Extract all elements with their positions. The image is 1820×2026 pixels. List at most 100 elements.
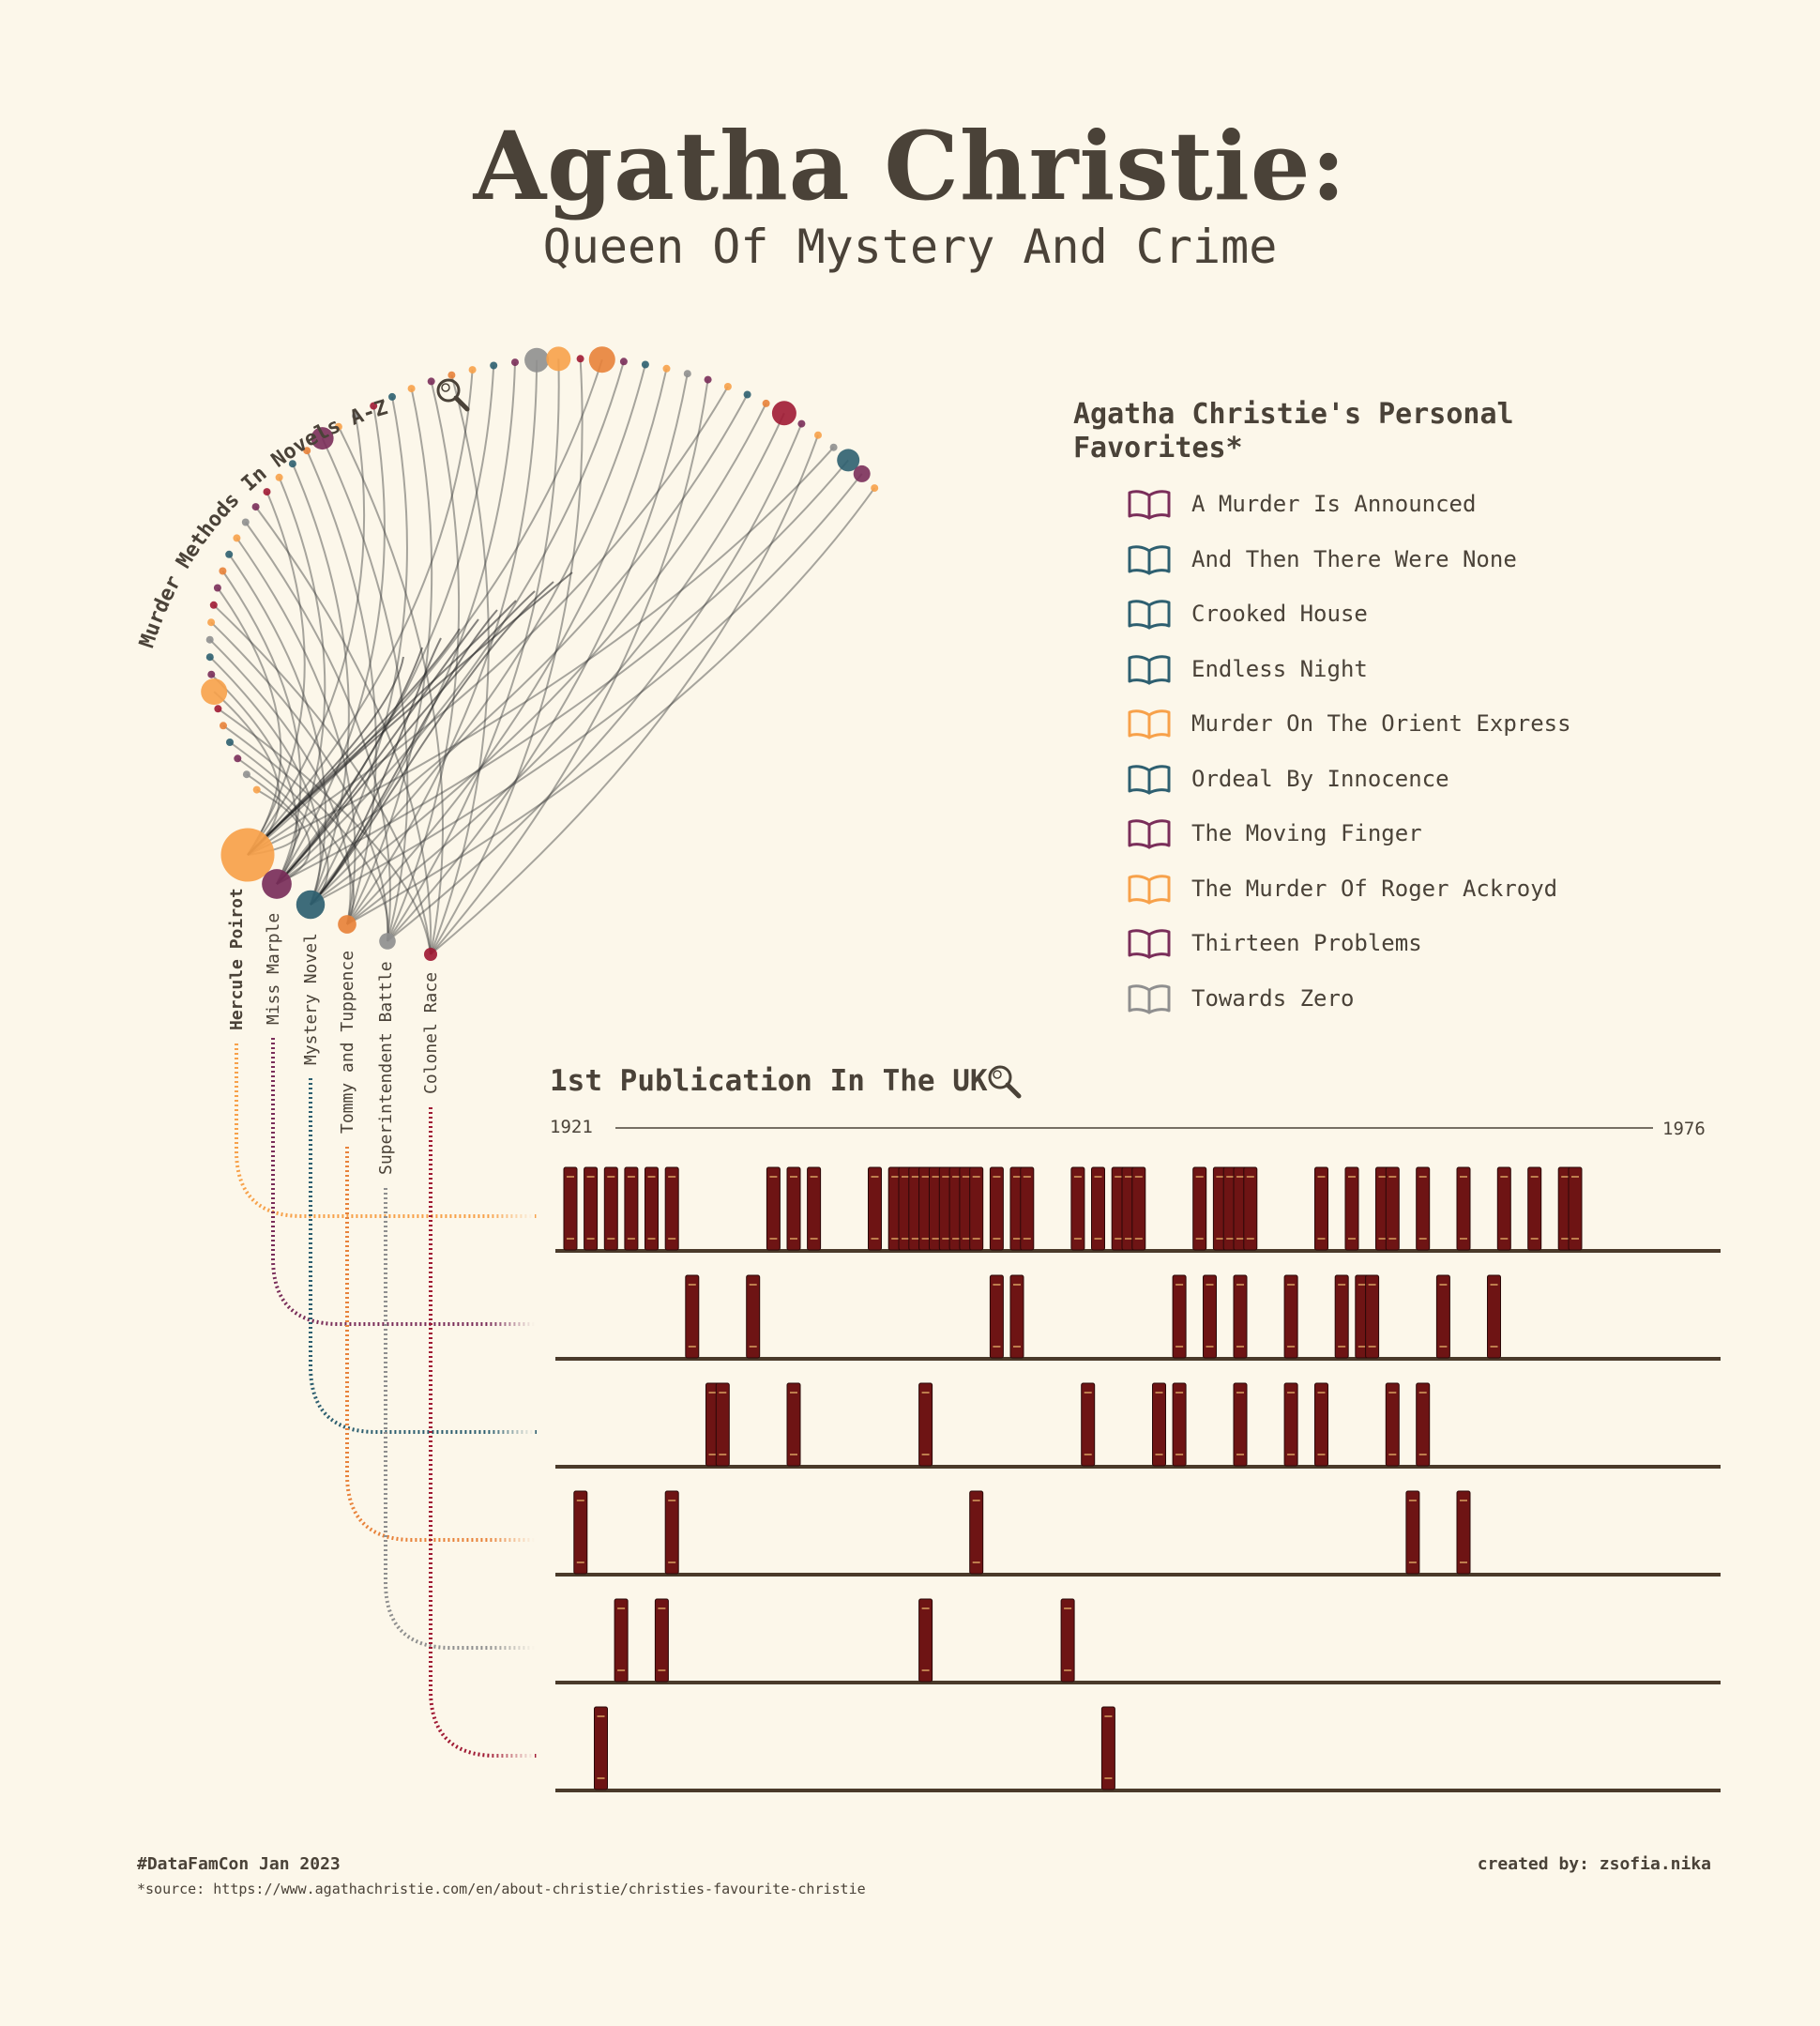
arc-node-30 <box>468 366 477 374</box>
open-book-icon <box>1128 929 1171 959</box>
magnifier-icon <box>988 1065 1022 1099</box>
arc-link-12 <box>217 586 282 856</box>
arc-section-title: Murder Methods In Novels A-Z <box>135 396 390 650</box>
book-spine <box>746 1274 761 1359</box>
arc-link-49 <box>276 459 849 885</box>
arc-link-31 <box>276 365 495 885</box>
favorite-item: Ordeal By Innocence <box>1126 760 1449 798</box>
dotted-connector-4 <box>384 1188 537 1650</box>
book-1-12 <box>1487 1274 1501 1359</box>
arc-node-21 <box>303 447 311 455</box>
detective-label-4: Superintendent Battle <box>376 961 396 1175</box>
book-spine <box>969 1490 984 1575</box>
arc-node-18 <box>263 488 271 496</box>
book-1-5 <box>1203 1274 1217 1359</box>
open-book-icon <box>1128 600 1171 630</box>
book-spine <box>1456 1166 1471 1251</box>
arc-link-20 <box>291 463 350 906</box>
arc-node-10 <box>207 618 216 627</box>
detective-dotted-connectors <box>235 1038 537 1758</box>
book-0-39 <box>1527 1166 1542 1251</box>
book-0-8 <box>807 1166 822 1251</box>
hub-node-5 <box>424 948 437 961</box>
book-1-6 <box>1233 1274 1248 1359</box>
arc-node-32 <box>511 358 519 367</box>
book-spine <box>584 1166 599 1251</box>
book-1-7 <box>1283 1274 1298 1359</box>
footer-hashtag: #DataFamCon Jan 2023 <box>137 1854 341 1874</box>
book-spine <box>1203 1274 1217 1359</box>
book-1-0 <box>685 1274 700 1359</box>
book-0-7 <box>786 1166 801 1251</box>
book-1-1 <box>746 1274 761 1359</box>
book-spine <box>918 1598 933 1683</box>
arc-node-8 <box>205 653 214 662</box>
arc-node-34 <box>546 346 571 372</box>
favorite-item: Towards Zero <box>1126 980 1354 1017</box>
favorite-title: Ordeal By Innocence <box>1191 765 1449 792</box>
book-0-9 <box>868 1166 882 1251</box>
arc-node-44 <box>762 399 770 407</box>
detective-label-2: Mystery Novel <box>301 933 321 1065</box>
book-4-0 <box>614 1598 629 1683</box>
detective-hubs <box>220 828 437 961</box>
book-2-8 <box>1283 1382 1298 1467</box>
favorites-title-line1: Agatha Christie's Personal <box>1073 398 1514 431</box>
book-0-38 <box>1496 1166 1511 1251</box>
page-subtitle: Queen Of Mystery And Crime <box>542 220 1278 274</box>
favorite-title: A Murder Is Announced <box>1191 491 1477 517</box>
favorite-item: The Moving Finger <box>1126 815 1422 852</box>
arc-node-51 <box>871 484 879 493</box>
timeline-start-label: 1921 <box>550 1117 593 1137</box>
arc-node-47 <box>814 431 822 439</box>
book-2-10 <box>1385 1382 1400 1467</box>
book-spine <box>1405 1490 1420 1575</box>
favorite-title: Towards Zero <box>1191 984 1355 1012</box>
book-spine <box>664 1166 679 1251</box>
book-2-2 <box>786 1382 801 1467</box>
book-spine <box>868 1166 882 1251</box>
arc-link-48 <box>247 447 835 856</box>
arc-link-36 <box>247 358 603 856</box>
book-spine <box>1233 1274 1248 1359</box>
book-spine <box>1131 1166 1146 1251</box>
book-spine <box>1365 1274 1380 1359</box>
book-spine <box>1344 1166 1359 1251</box>
hub-node-0 <box>220 828 275 882</box>
book-spine <box>1172 1274 1187 1359</box>
arc-node-22 <box>311 427 334 450</box>
arc-node-35 <box>576 355 584 363</box>
arc-node-0 <box>252 785 261 794</box>
arc-link-25 <box>276 405 386 885</box>
book-2-3 <box>918 1382 933 1467</box>
book-0-32 <box>1314 1166 1328 1251</box>
favorite-item: Crooked House <box>1126 595 1368 632</box>
arc-node-38 <box>641 360 649 369</box>
book-spine <box>1172 1382 1187 1467</box>
arc-method-nodes <box>201 346 879 794</box>
book-1-3 <box>1009 1274 1024 1359</box>
book-2-7 <box>1233 1382 1248 1467</box>
book-spine <box>1081 1382 1096 1467</box>
arc-link-23 <box>338 426 444 955</box>
arc-link-10 <box>210 621 389 942</box>
book-spine <box>715 1382 730 1467</box>
book-spine <box>1314 1382 1328 1467</box>
book-5-0 <box>594 1706 608 1790</box>
book-spine <box>1020 1166 1035 1251</box>
page-title: Agatha Christie: <box>473 111 1347 221</box>
arc-link-35 <box>430 358 584 955</box>
favorite-item: And Then There Were None <box>1126 541 1517 578</box>
book-spine <box>1527 1166 1542 1251</box>
arc-link-11 <box>213 604 432 955</box>
timeline-end-label: 1976 <box>1662 1119 1706 1139</box>
open-book-icon <box>1128 983 1171 1013</box>
book-spine <box>1385 1382 1400 1467</box>
book-spine <box>1192 1166 1207 1251</box>
book-spine <box>989 1274 1004 1359</box>
arc-node-13 <box>219 567 227 575</box>
book-spine <box>918 1382 933 1467</box>
book-4-1 <box>654 1598 669 1683</box>
book-spine <box>1070 1166 1085 1251</box>
